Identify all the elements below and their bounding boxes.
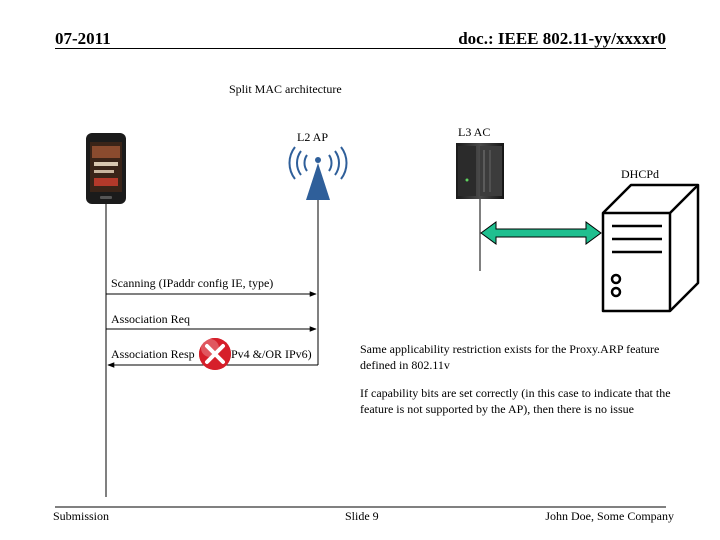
- message-association-req: Association Req: [111, 312, 190, 326]
- header-date: 07-2011: [55, 29, 111, 48]
- note-proxy-arp: Same applicability restriction exists fo…: [360, 342, 660, 372]
- dhcp-server-icon: [601, 183, 700, 313]
- access-point-icon: [288, 146, 348, 200]
- label-l3-ac: L3 AC: [458, 125, 491, 139]
- header-rule: [55, 48, 666, 49]
- mobile-device-icon: [86, 133, 126, 204]
- label-dhcpd: DHCPd: [621, 167, 660, 181]
- message-ip-version: (IPv4 &/OR IPv6): [223, 347, 312, 361]
- diagram-title: Split MAC architecture: [229, 82, 342, 96]
- message-scanning: Scanning (IPaddr config IE, type): [111, 276, 274, 290]
- note-capability-bits: If capability bits are set correctly (in…: [360, 386, 671, 416]
- message-association-resp: Association Resp: [111, 347, 195, 361]
- footer-slide-number: Slide 9: [345, 509, 379, 523]
- footer-author: John Doe, Some Company: [545, 509, 674, 523]
- header-doc-id: doc.: IEEE 802.11-yy/xxxxr0: [458, 29, 666, 48]
- server-rack-icon: [456, 143, 504, 199]
- footer-submission: Submission: [53, 509, 110, 523]
- link-arrow-ac-dhcp: [480, 221, 602, 245]
- label-l2-ap: L2 AP: [297, 130, 329, 144]
